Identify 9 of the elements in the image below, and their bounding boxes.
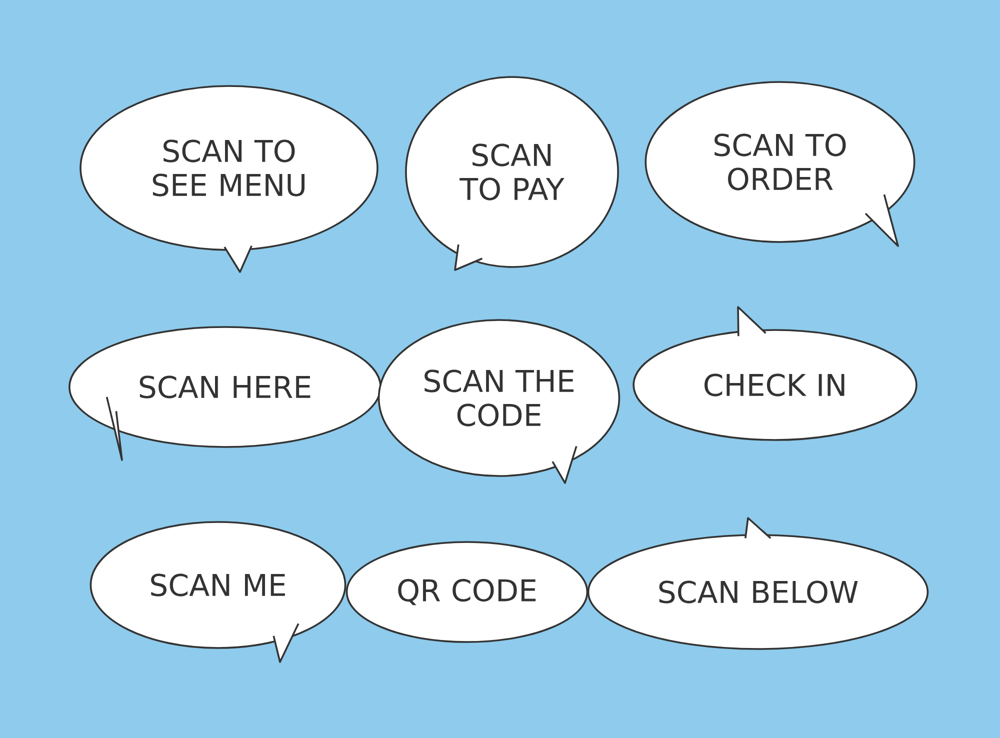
speech-bubble: SCAN HERE: [68, 326, 382, 461]
speech-bubble: SCAN ME: [90, 521, 346, 663]
speech-bubble: SCAN THE CODE: [378, 319, 620, 484]
speech-bubble: SCAN BELOW: [587, 517, 929, 650]
speech-bubble: SCAN TO SEE MENU: [80, 85, 378, 273]
speech-bubble: QR CODE: [346, 541, 588, 643]
speech-bubble: SCAN TO ORDER: [644, 81, 916, 247]
speech-bubble: SCAN TO PAY: [405, 76, 619, 271]
speech-bubble: CHECK IN: [632, 306, 918, 441]
